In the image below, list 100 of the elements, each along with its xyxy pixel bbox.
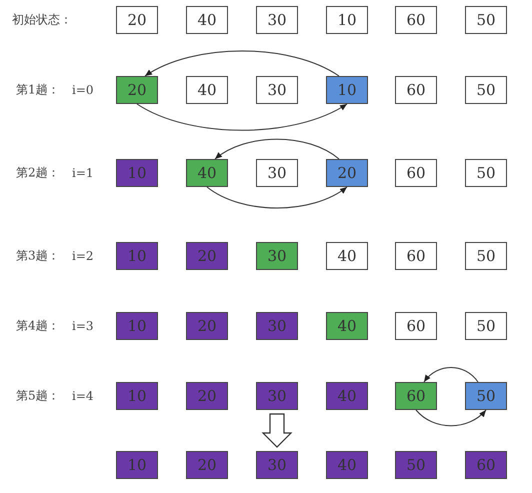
swap-arrow: [424, 366, 478, 382]
cell-value: 10: [127, 166, 147, 180]
cell-value: 20: [197, 458, 217, 472]
array-cell: [256, 159, 298, 187]
array-cell: [116, 242, 158, 270]
array-cell: [395, 6, 437, 34]
cell-value: 30: [267, 82, 287, 98]
cell-value: 50: [406, 458, 426, 472]
cell-value: 60: [406, 318, 426, 334]
swap-arrow: [214, 138, 340, 160]
array-cell: [256, 76, 298, 104]
cell-value: 40: [337, 248, 357, 264]
cell-value: 20: [197, 388, 217, 404]
array-cell: [326, 451, 368, 479]
cell-value: 20: [127, 82, 147, 98]
cell-value: 40: [197, 166, 217, 180]
row-label: 第3趟：: [16, 248, 60, 264]
cell-value: 60: [406, 388, 426, 404]
cell-value: 60: [406, 82, 426, 98]
index-label: i=2: [72, 249, 94, 263]
array-cell: [186, 159, 228, 187]
block-arrow: [262, 413, 292, 448]
cell-value: 30: [267, 248, 287, 264]
row-label: 第4趟：: [16, 318, 60, 334]
cell-value: 30: [267, 12, 287, 28]
array-cell: [395, 159, 437, 187]
array-cell: [256, 451, 298, 479]
cell-value: 20: [197, 248, 217, 264]
cell-value: 60: [476, 458, 496, 472]
index-label: i=3: [72, 319, 94, 333]
cell-value: 60: [406, 248, 426, 264]
cell-value: 30: [267, 458, 287, 472]
cell-value: 50: [476, 248, 496, 264]
array-cell: [326, 312, 368, 340]
row-label: 初始状态：: [12, 12, 72, 28]
array-cell: [116, 451, 158, 479]
array-cell: [116, 6, 158, 34]
array-cell: [186, 6, 228, 34]
cell-value: 10: [337, 82, 357, 98]
cell-value: 30: [267, 318, 287, 334]
array-cell: [395, 76, 437, 104]
array-cell: [256, 382, 298, 410]
array-cell: [116, 159, 158, 187]
array-cell: [395, 242, 437, 270]
swap-arrow: [416, 410, 486, 426]
cell-value: 50: [476, 82, 496, 98]
cell-value: 10: [127, 248, 147, 264]
array-cell: [186, 312, 228, 340]
array-cell: [116, 76, 158, 104]
array-cell: [465, 312, 507, 340]
cell-value: 10: [127, 458, 147, 472]
row-label: 第2趟：: [16, 164, 60, 182]
array-cell: [326, 242, 368, 270]
array-cell: [116, 312, 158, 340]
index-label: i=0: [72, 83, 94, 97]
array-cell: [465, 382, 507, 410]
cell-value: 10: [127, 318, 147, 334]
cell-value: 40: [197, 82, 217, 98]
array-cell: [465, 6, 507, 34]
array-cell: [465, 76, 507, 104]
array-cell: [465, 451, 507, 479]
cell-value: 20: [197, 318, 217, 334]
array-cell: [256, 312, 298, 340]
array-cell: [395, 451, 437, 479]
array-cell: [395, 382, 437, 410]
array-cell: [116, 382, 158, 410]
row-label: 第1趟：: [16, 82, 60, 98]
array-cell: [256, 6, 298, 34]
cell-value: 40: [197, 12, 217, 28]
cell-value: 50: [476, 388, 496, 404]
array-cell: [186, 451, 228, 479]
array-cell: [256, 242, 298, 270]
cell-value: 50: [476, 318, 496, 334]
cell-value: 10: [337, 12, 357, 28]
array-cell: [326, 382, 368, 410]
cell-value: 20: [127, 12, 147, 28]
cell-value: 40: [337, 388, 357, 404]
array-cell: [326, 76, 368, 104]
cell-value: 50: [476, 12, 496, 28]
swap-arrow: [136, 104, 348, 131]
array-cell: [326, 6, 368, 34]
swap-arrow: [144, 50, 340, 76]
array-cell: [186, 242, 228, 270]
index-label: i=1: [72, 166, 94, 180]
cell-value: 40: [337, 318, 357, 334]
cell-value: 20: [337, 166, 357, 180]
array-cell: [395, 312, 437, 340]
cell-value: 30: [267, 388, 287, 404]
cell-value: 60: [406, 12, 426, 28]
cell-value: 40: [337, 458, 357, 472]
array-cell: [186, 76, 228, 104]
array-cell: [186, 382, 228, 410]
index-label: i=4: [72, 389, 94, 403]
array-cell: [465, 159, 507, 187]
array-cell: [326, 159, 368, 187]
row-label: 第5趟：: [16, 388, 60, 404]
cell-value: 50: [476, 166, 496, 180]
cell-value: 10: [127, 388, 147, 404]
swap-arrow: [206, 186, 348, 208]
cell-value: 30: [267, 166, 287, 180]
